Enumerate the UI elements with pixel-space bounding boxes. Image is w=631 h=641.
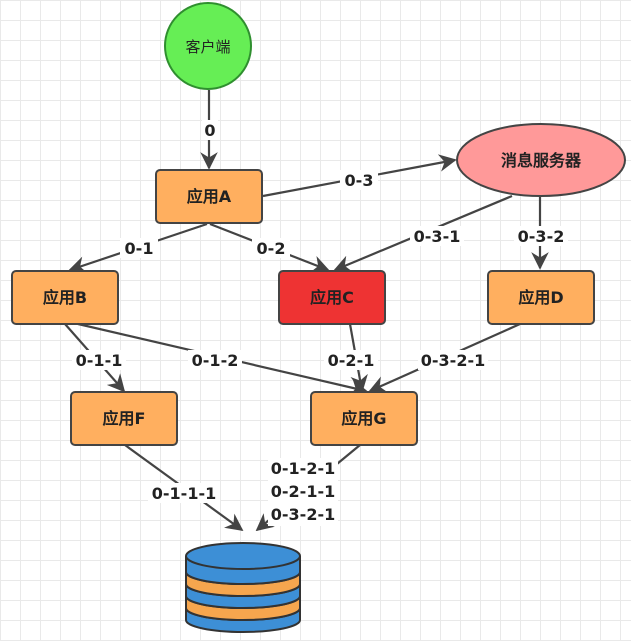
edge-label-0-1-2: 0-1-2 bbox=[192, 351, 239, 370]
db-label-2: 0-2-1-1 bbox=[271, 482, 335, 501]
node-app-g: 应用G bbox=[310, 391, 418, 446]
msg-server-label: 消息服务器 bbox=[501, 151, 582, 170]
node-app-f: 应用F bbox=[70, 391, 178, 446]
edge-label-0-2: 0-2 bbox=[257, 239, 286, 258]
edge-labels: 0 0-3 0-1 0-2 0-3-1 0-3-2 0-1-1 0-1-2 0-… bbox=[72, 120, 568, 526]
edge-label-0-1-1-1: 0-1-1-1 bbox=[152, 484, 216, 503]
db-label-3: 0-3-2-1 bbox=[271, 505, 335, 524]
edge-label-0-1: 0-1 bbox=[125, 239, 154, 258]
edge-label-0-1-1: 0-1-1 bbox=[76, 351, 123, 370]
node-app-c: 应用C bbox=[278, 270, 386, 325]
edge-label-0: 0 bbox=[204, 121, 215, 140]
database-icon bbox=[185, 542, 301, 633]
node-app-d: 应用D bbox=[487, 270, 595, 325]
app-b-label: 应用B bbox=[43, 288, 87, 307]
app-a-label: 应用A bbox=[187, 187, 232, 206]
edge-label-0-3: 0-3 bbox=[345, 171, 374, 190]
db-label-1: 0-1-2-1 bbox=[271, 459, 335, 478]
node-app-b: 应用B bbox=[11, 270, 119, 325]
client-label: 客户端 bbox=[185, 38, 230, 56]
app-d-label: 应用D bbox=[518, 288, 563, 307]
app-c-label: 应用C bbox=[310, 288, 354, 307]
edge-label-0-3-1: 0-3-1 bbox=[414, 227, 461, 246]
edge-label-0-3-2-1: 0-3-2-1 bbox=[421, 351, 485, 370]
app-g-label: 应用G bbox=[341, 409, 386, 428]
edge-label-0-3-2: 0-3-2 bbox=[518, 227, 565, 246]
app-f-label: 应用F bbox=[103, 409, 146, 428]
edge-label-0-2-1: 0-2-1 bbox=[328, 351, 375, 370]
node-msg-server: 消息服务器 bbox=[456, 123, 626, 197]
node-client: 客户端 bbox=[164, 2, 252, 90]
node-app-a: 应用A bbox=[155, 169, 263, 224]
